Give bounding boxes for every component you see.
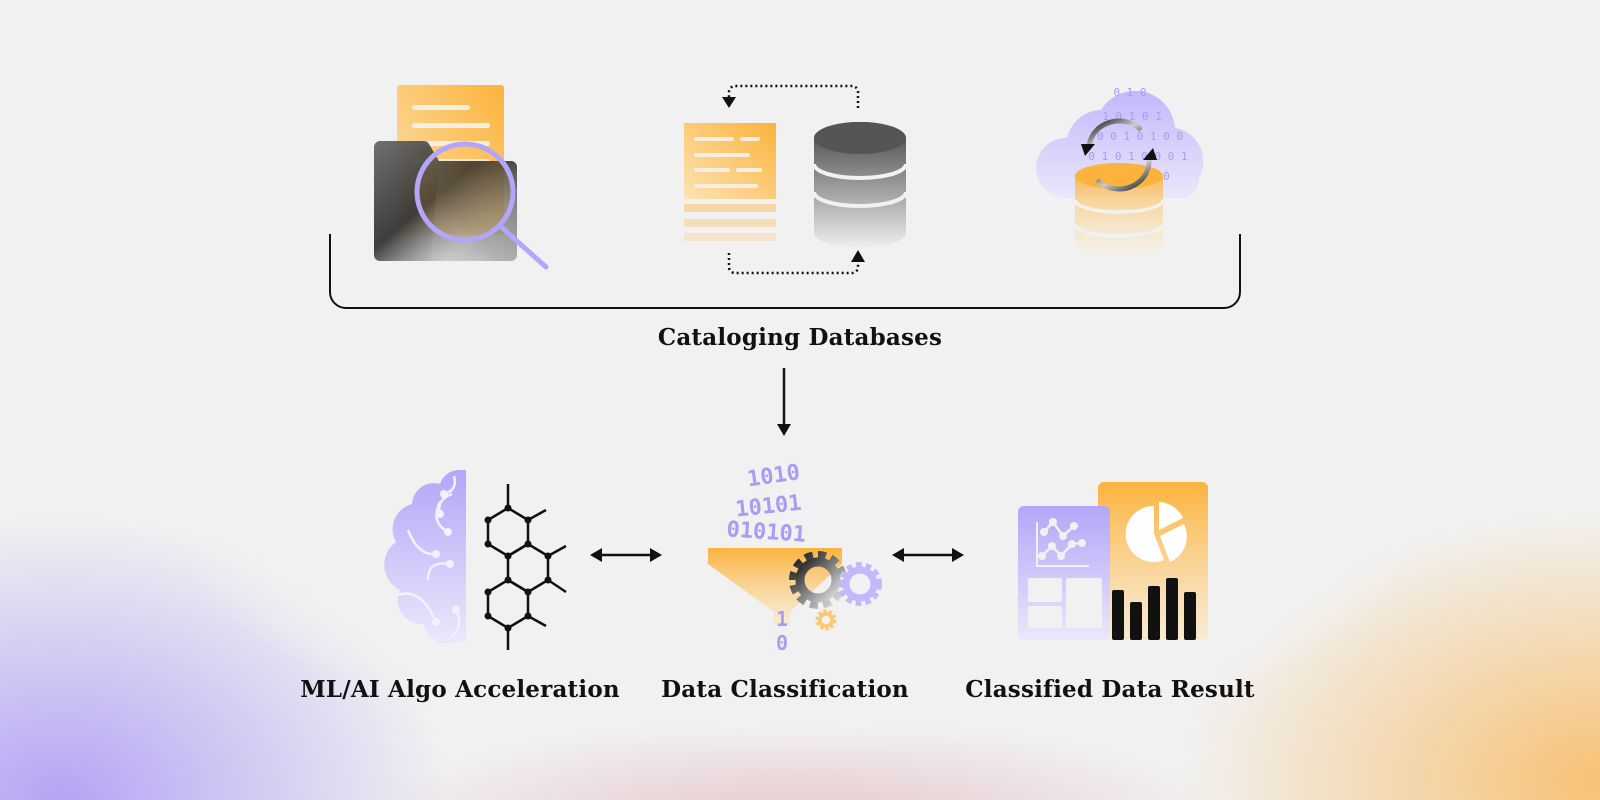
molecule-nodes (484, 504, 552, 632)
data-classification-label: Data Classification (661, 676, 909, 703)
binary-row: 0 1 0 (1113, 86, 1146, 99)
bar-chart-icon (1112, 578, 1196, 640)
gear-large-icon (789, 551, 847, 609)
pie-chart-icon (1125, 502, 1187, 562)
cloud-database-icon: 0 1 0 1 0 1 0 1 0 0 1 0 1 0 0 0 1 0 1 0 … (1035, 78, 1215, 273)
binary-row: 0 0 1 0 1 0 0 (1097, 130, 1183, 143)
binary-row: 010101 (726, 517, 807, 547)
molecule-network (486, 484, 567, 650)
sync-arrowhead-down (722, 97, 736, 108)
magnifier-handle (497, 223, 549, 270)
binary-row: 0 1 0 1 0 0 0 1 (1088, 150, 1187, 163)
binary-digit: 1 (776, 607, 788, 631)
database-cylinder (812, 122, 908, 248)
two-way-arrow-right (892, 545, 964, 565)
two-way-arrow-left (590, 545, 662, 565)
brain (384, 469, 466, 644)
brain-nodes (432, 490, 460, 626)
sync-arrow-top (727, 84, 860, 108)
cloud (1035, 90, 1204, 198)
cataloging-databases-label: Cataloging Databases (657, 324, 943, 351)
classified-data-result-label: Classified Data Result (965, 676, 1255, 703)
document-search-icon (370, 85, 560, 275)
sync-arrow-bottom (727, 253, 860, 275)
magnifier-lens (414, 141, 516, 243)
gear-purple-icon (838, 562, 882, 606)
catalog-bracket (328, 234, 1242, 314)
funnel-binary-output: 1 0 (776, 607, 788, 655)
document-database-sync-icon (680, 80, 920, 280)
binary-digit: 0 (776, 631, 788, 655)
widget-tiles (1028, 578, 1102, 628)
ml-ai-label: ML/AI Algo Acceleration (300, 676, 620, 703)
line-chart-icon (1036, 518, 1089, 567)
brain-network-icon (368, 469, 567, 650)
funnel-binary-input: 1010 10101 010101 (726, 460, 807, 547)
sync-arrowhead-up (851, 250, 865, 262)
down-arrow (774, 368, 794, 438)
refresh-arrows-icon (1081, 118, 1157, 192)
gear-small-icon (815, 609, 837, 631)
dashboard-result-icon (1016, 480, 1212, 645)
document-lines (694, 137, 762, 188)
binary-row: 1010 (746, 460, 802, 492)
funnel-gears-icon: 1010 10101 010101 1 0 (700, 452, 882, 662)
